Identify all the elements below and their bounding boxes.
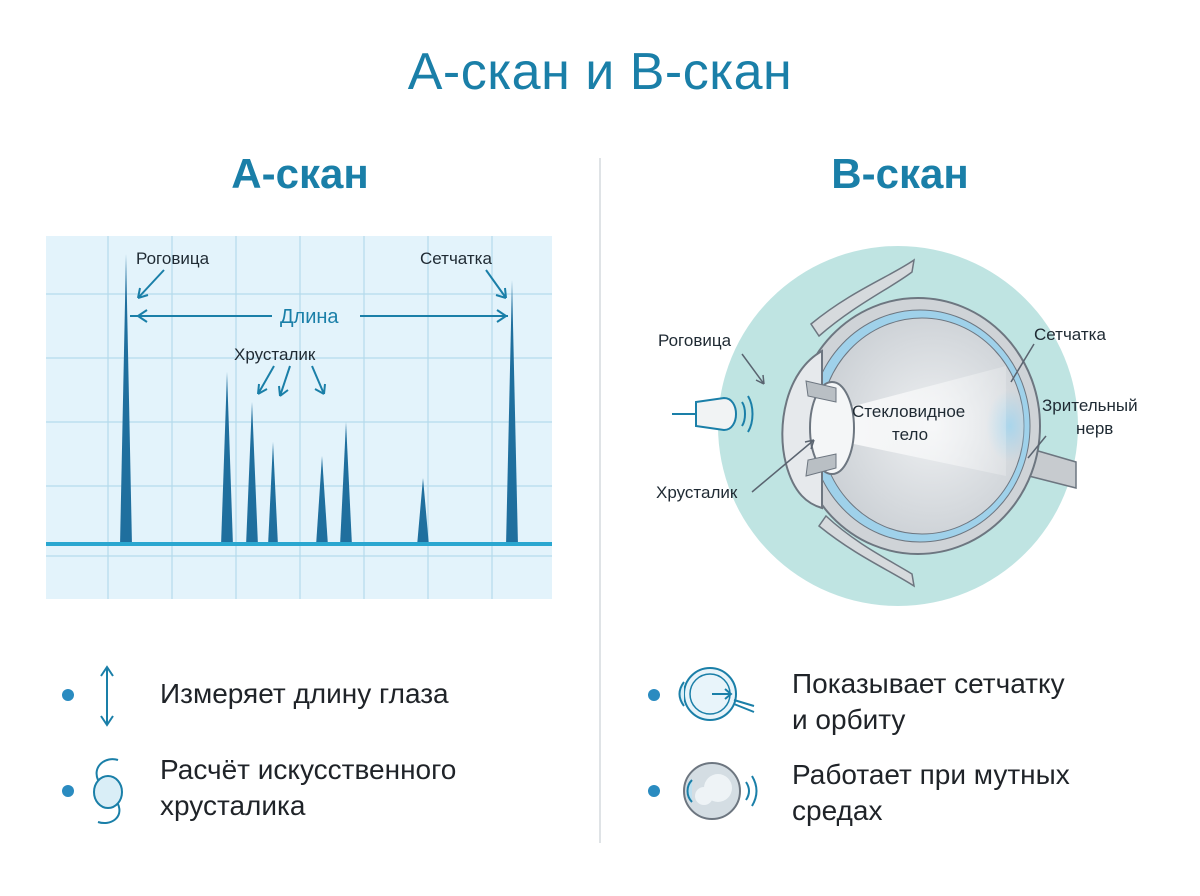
- spike-small: [417, 478, 429, 546]
- label-retina-b: Сетчатка: [1034, 325, 1106, 344]
- feature-shows-retina-line2: и орбиту: [792, 704, 906, 735]
- a-scan-title: А-скан: [231, 150, 369, 197]
- bullet: [648, 689, 660, 701]
- label-length: Длина: [280, 306, 339, 328]
- eye-svg: Роговица Сетчатка Стекловидное тело Зрит…: [656, 246, 1138, 606]
- bullet: [648, 785, 660, 797]
- label-pointers: [741, 343, 1047, 493]
- page-title: А-скан и В-скан: [407, 43, 793, 101]
- feature-iol-line2: хрусталика: [160, 790, 306, 821]
- baseline: [46, 542, 552, 546]
- b-scan-eye-diagram: Роговица Сетчатка Стекловидное тело Зрит…: [636, 236, 1196, 616]
- lower-eyelid: [817, 514, 916, 588]
- feature-cloudy-media-line1: Работает при мутных: [792, 759, 1070, 790]
- spike-lens-5: [340, 422, 352, 546]
- cloudy-eye-icon: [683, 762, 758, 820]
- label-vitreous-2: тело: [892, 425, 928, 444]
- b-scan-title: В-скан: [831, 150, 969, 197]
- spike-retina: [506, 280, 518, 546]
- center-divider: [599, 158, 601, 843]
- feature-iol-line1: Расчёт искусственного: [160, 754, 457, 785]
- ultrasound-beam: [816, 366, 1006, 476]
- label-lens-b: Хрусталик: [656, 483, 738, 502]
- feature-shows-retina-line1: Показывает сетчатку: [792, 668, 1065, 699]
- bullet: [62, 785, 74, 797]
- label-cornea-b: Роговица: [658, 331, 732, 350]
- a-scan-svg: Роговица Сетчатка Длина Хрусталик: [46, 236, 552, 599]
- upper-eyelid: [810, 258, 916, 338]
- bullet: [62, 689, 74, 701]
- spike-lens-4: [316, 456, 328, 546]
- label-retina: Сетчатка: [420, 249, 492, 268]
- feature-measure-length: Измеряет длину глаза: [160, 678, 449, 709]
- lens-shape: [809, 381, 855, 475]
- echo-spikes: [120, 254, 518, 546]
- label-cornea: Роговица: [136, 249, 210, 268]
- spike-lens-1: [221, 372, 233, 546]
- label-optic-nerve-1: Зрительный: [1042, 396, 1138, 415]
- label-lens: Хрусталик: [234, 345, 316, 364]
- spike-cornea: [120, 254, 132, 546]
- ultrasound-probe-icon: [672, 395, 754, 433]
- iris-upper: [805, 380, 837, 403]
- intraocular-lens-icon: [93, 758, 123, 824]
- double-arrow-icon: [100, 665, 114, 727]
- feature-cloudy-media-line2: средах: [792, 795, 883, 826]
- label-vitreous-1: Стекловидное: [852, 402, 965, 421]
- iris-lower: [805, 453, 837, 477]
- spike-lens-3: [268, 442, 278, 546]
- annotation-arrows: [130, 269, 508, 397]
- eye-section-icon: [678, 667, 755, 721]
- a-scan-graph: Роговица Сетчатка Длина Хрусталик: [46, 236, 552, 599]
- label-optic-nerve-2: нерв: [1076, 419, 1113, 438]
- spike-lens-2: [246, 402, 258, 546]
